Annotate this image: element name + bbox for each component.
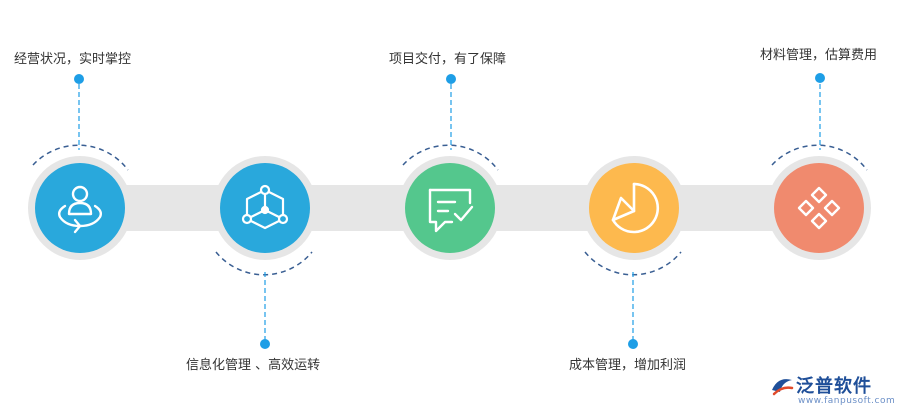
pie-segment-icon xyxy=(611,182,660,234)
dot-step-3 xyxy=(446,74,456,84)
watermark-text: 泛普软件 xyxy=(796,376,872,397)
connectors xyxy=(78,84,821,340)
connector-dots xyxy=(74,73,825,349)
dot-step-2 xyxy=(260,339,270,349)
step-label-2: 信息化管理 、高效运转 xyxy=(186,358,321,373)
message-check-icon xyxy=(428,188,474,233)
watermark: 泛普软件 www.fanpusoft.com xyxy=(768,372,896,412)
step-label-3: 项目交付，有了保障 xyxy=(389,52,507,67)
step-label-4: 成本管理，增加利润 xyxy=(569,358,687,373)
dot-step-5 xyxy=(815,73,825,83)
watermark-url: www.fanpusoft.com xyxy=(798,396,896,406)
user-orbit-icon xyxy=(57,185,103,234)
watermark-logo-icon xyxy=(772,379,794,396)
step-circle-1 xyxy=(35,163,125,253)
step-circle-5 xyxy=(774,163,864,253)
arc-step-3 xyxy=(402,144,499,171)
step-label-1: 经营状况，实时掌控 xyxy=(14,52,132,67)
arc-step-1 xyxy=(32,144,129,171)
step-circle-3 xyxy=(405,163,495,253)
dot-step-4 xyxy=(628,339,638,349)
network-cube-icon xyxy=(241,184,289,230)
arc-step-2 xyxy=(215,251,313,276)
step-label-5: 材料管理，估算费用 xyxy=(760,48,878,63)
arc-step-5 xyxy=(771,144,868,171)
diamond-grid-icon xyxy=(797,186,841,230)
dot-step-1 xyxy=(74,74,84,84)
